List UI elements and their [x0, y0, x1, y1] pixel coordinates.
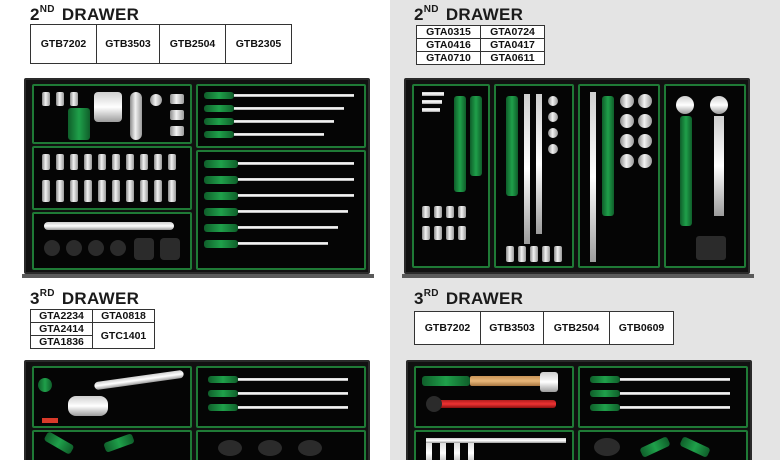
code-cell: GTC1401	[92, 322, 155, 349]
right-drawer3-word: DRAWER	[445, 289, 524, 308]
tray-compartment	[196, 430, 366, 460]
left-drawer3-tray	[24, 360, 370, 460]
tray-compartment	[196, 150, 366, 270]
code-cell: GTB3503	[480, 311, 544, 345]
code-cell: GTB2504	[543, 311, 610, 345]
right-drawer3-number: 3	[414, 289, 424, 308]
left-drawer2-code-table: GTB7202 GTB3503 GTB2504 GTB2305	[30, 24, 292, 64]
tray-compartment	[578, 430, 748, 460]
code-cell: GTA0818	[92, 309, 155, 323]
tray-compartment	[414, 430, 574, 460]
left-drawer3-suffix: RD	[39, 288, 55, 299]
tray-compartment	[578, 366, 748, 428]
tray-compartment	[196, 366, 366, 428]
tray-compartment	[412, 84, 490, 268]
tray-compartment	[32, 84, 192, 144]
code-cell: GTB7202	[414, 311, 481, 345]
code-cell: GTA0611	[480, 51, 545, 65]
right-drawer3-tray	[406, 360, 752, 460]
tray-compartment	[664, 84, 746, 268]
code-cell: GTA0417	[480, 38, 545, 52]
left-panel: 2ND DRAWER GTB7202 GTB3503 GTB2504 GTB23…	[22, 4, 374, 460]
tray-compartment	[578, 84, 660, 268]
right-panel: 2ND DRAWER GTA0315 GTA0724 GTA0416 GTA04…	[390, 0, 780, 460]
code-cell: GTA0710	[416, 51, 481, 65]
left-drawer2-suffix: ND	[39, 4, 55, 15]
left-drawer3-number: 3	[30, 289, 40, 308]
right-drawer3-suffix: RD	[423, 288, 439, 299]
tray-compartment	[32, 366, 192, 428]
left-drawer2-number: 2	[30, 5, 40, 24]
right-drawer3-code-table: GTB7202 GTB3503 GTB2504 GTB0609	[414, 311, 674, 345]
right-drawer2-code-table: GTA0315 GTA0724 GTA0416 GTA0417 GTA0710 …	[416, 25, 545, 65]
left-drawer3-code-table: GTA2234 GTA0818 GTA2414 GTC1401 GTA1836	[30, 309, 155, 349]
code-cell: GTA0416	[416, 38, 481, 52]
drawer-base	[402, 274, 754, 278]
code-cell: GTA1836	[30, 335, 93, 349]
right-drawer2-number: 2	[414, 5, 424, 24]
left-drawer2-word: DRAWER	[61, 5, 140, 24]
tray-compartment	[32, 212, 192, 270]
code-cell: GTA0315	[416, 25, 481, 39]
code-cell: GTB2504	[159, 24, 226, 64]
code-cell: GTB2305	[225, 24, 292, 64]
left-drawer2-title: 2ND DRAWER	[30, 4, 140, 24]
left-drawer3-word: DRAWER	[61, 289, 140, 308]
code-cell: GTB7202	[30, 24, 97, 64]
right-drawer2-tray	[404, 78, 750, 274]
code-cell: GTA0724	[480, 25, 545, 39]
right-drawer2-title: 2ND DRAWER	[414, 4, 524, 24]
code-cell: GTB0609	[609, 311, 674, 345]
tray-compartment	[196, 84, 366, 148]
drawer-base	[22, 274, 374, 278]
tray-compartment	[32, 430, 192, 460]
left-drawer2-tray	[24, 78, 370, 274]
tray-compartment	[414, 366, 574, 428]
right-drawer3-title: 3RD DRAWER	[414, 288, 524, 308]
tray-compartment	[32, 146, 192, 210]
left-drawer3-title: 3RD DRAWER	[30, 288, 140, 308]
tray-compartment	[494, 84, 574, 268]
code-cell: GTA2234	[30, 309, 93, 323]
code-cell: GTA2414	[30, 322, 93, 336]
right-drawer2-suffix: ND	[423, 4, 439, 15]
code-cell: GTB3503	[96, 24, 160, 64]
right-drawer2-word: DRAWER	[445, 5, 524, 24]
